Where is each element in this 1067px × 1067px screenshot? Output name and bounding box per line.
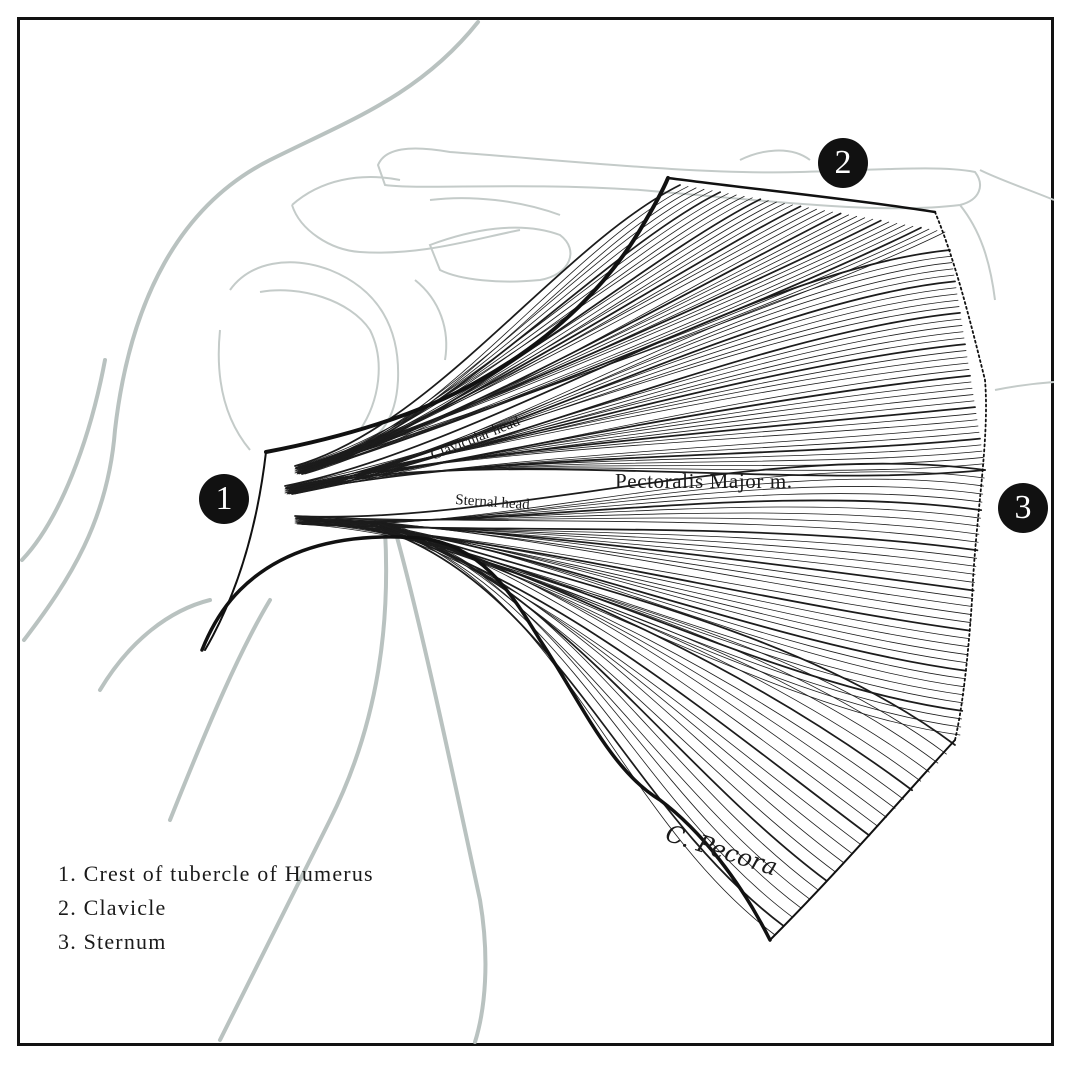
fiber-stroke [379, 523, 828, 882]
fiber-stroke [286, 287, 957, 490]
fiber-stroke [375, 526, 930, 773]
fiber-stroke [292, 468, 986, 488]
legend-item-clavicle: 2. Clavicle [58, 895, 167, 920]
fiber-stroke [381, 526, 776, 936]
fiber-stroke [296, 193, 729, 470]
fiber-stroke [380, 522, 896, 809]
fiber-stroke [376, 523, 904, 800]
fiber-stroke [302, 478, 984, 525]
fiber-stroke [294, 184, 681, 467]
fiber-stroke [294, 215, 858, 472]
background-anatomy [20, 20, 488, 1044]
fiber-stroke [290, 362, 969, 487]
muscle-outline [200, 176, 987, 942]
fiber-stroke [296, 224, 906, 475]
marker-3-badge: 3 [998, 483, 1048, 533]
fiber-stroke [290, 293, 958, 489]
fiber-stroke [297, 212, 842, 474]
legend-item-humerus: 1. Crest of tubercle of Humerus [58, 861, 374, 886]
fiber-stroke [383, 522, 819, 891]
fiber-stroke [303, 223, 898, 467]
fiber-stroke [287, 306, 960, 487]
humeral-head [217, 261, 1055, 451]
fiber-stroke [295, 219, 882, 469]
marker-2-badge: 2 [818, 138, 868, 188]
fiber-stroke [294, 518, 961, 736]
fiber-stroke [294, 369, 970, 495]
fiber-stroke [303, 499, 983, 523]
fiber-stroke [304, 516, 980, 535]
fiber-stroke [293, 419, 978, 487]
fiber-stroke [299, 205, 802, 470]
fiber-stroke [284, 249, 951, 487]
fiber-stroke [285, 268, 954, 493]
fiber-stroke [294, 462, 986, 518]
fiber-stroke [297, 197, 753, 467]
fiber-stroke [292, 400, 975, 490]
fiber-stroke [300, 210, 825, 467]
fiber-stroke [374, 527, 862, 845]
fiber-stroke [294, 231, 946, 470]
fiber-stroke [376, 521, 810, 900]
fiber-stroke [380, 520, 802, 909]
fiber-stroke [291, 450, 983, 491]
fiber-stroke [296, 208, 817, 468]
fiber-stroke [375, 524, 836, 873]
fiber-stroke [296, 523, 965, 696]
fiber-stroke [300, 512, 981, 527]
fiber-stroke [296, 506, 981, 522]
sternal-head-label: Sternal head [455, 492, 531, 513]
fiber-stroke [378, 526, 853, 854]
fiber-stroke [384, 528, 793, 918]
fiber-stroke [297, 228, 930, 472]
clavicle-scapula [291, 147, 1055, 301]
marker-1-badge: 1 [199, 474, 249, 524]
fiber-stroke [294, 299, 959, 488]
fiber-stroke [377, 520, 879, 827]
legend: 1. Crest of tubercle of Humerus 2. Clavi… [58, 857, 374, 959]
fiber-stroke [294, 437, 981, 493]
fiber-stroke [299, 221, 890, 468]
fiber-stroke [377, 527, 785, 927]
fiber-stroke [297, 515, 979, 543]
muscle-name-label: Pectoralis Major m. [615, 469, 793, 493]
fiber-stroke [293, 350, 967, 489]
legend-item-sternum: 3. Sternum [58, 929, 167, 954]
